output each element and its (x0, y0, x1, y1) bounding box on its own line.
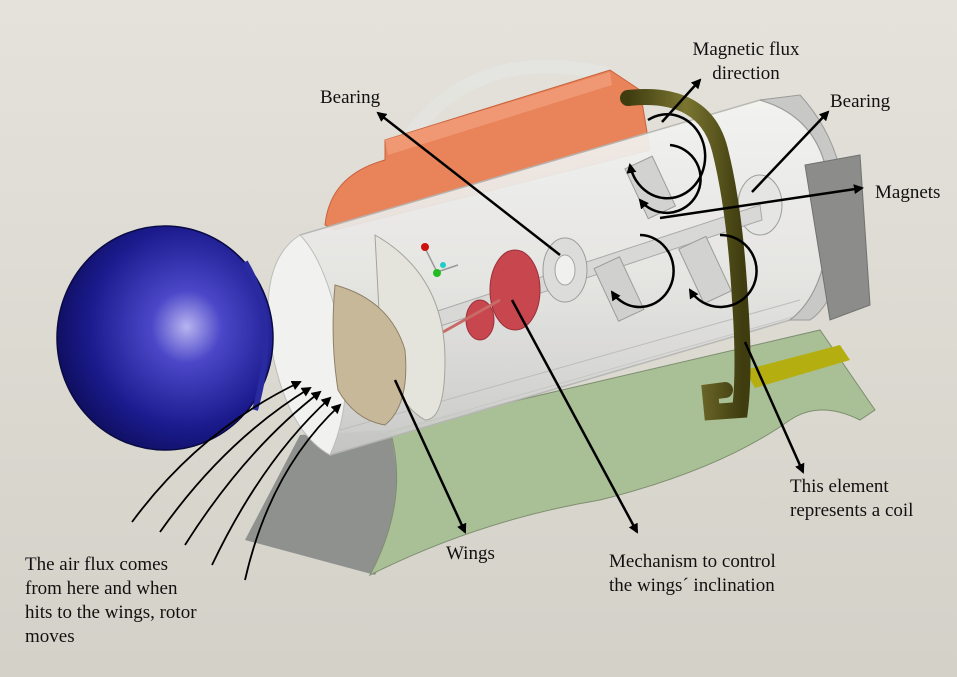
flux-loop (626, 113, 707, 200)
arrow-bearing-right (751, 110, 830, 193)
label-bearing-left: Bearing (320, 87, 381, 108)
nose-cone (56, 225, 274, 451)
coil-tube (620, 89, 751, 421)
wing-front (332, 284, 407, 426)
mechanism-disc (489, 249, 541, 331)
label-air-flux: The air flux comes from here and when hi… (25, 554, 197, 647)
air-flux-curve (184, 390, 322, 546)
flux-loop (610, 233, 675, 309)
flux-loops (610, 113, 758, 309)
label-bearing-right: Bearing (830, 91, 891, 112)
coil (620, 89, 751, 421)
arrow-coil (743, 341, 805, 474)
air-flux-curve (244, 403, 342, 581)
axis-triad (421, 243, 459, 277)
top-cover (324, 59, 651, 231)
top-cover-body (324, 69, 651, 231)
air-flux-curve (211, 396, 332, 566)
label-magnets: Magnets (875, 182, 941, 203)
arrow-magnets (659, 184, 864, 220)
base-side (245, 430, 398, 575)
air-flux-arrows (131, 380, 342, 581)
arrow-wings (393, 379, 467, 534)
arrow-magnetic-flux (661, 78, 702, 123)
rear-flange (804, 154, 871, 321)
flux-loop (638, 143, 702, 215)
front-bearing-inner (554, 254, 576, 286)
front-bearing (542, 237, 588, 303)
top-cover-handle (394, 59, 612, 154)
cylinder-inner-line (344, 314, 801, 446)
label-magnetic-flux: Magnetic flux direction (692, 39, 800, 84)
nose-cone-rim (242, 260, 269, 411)
base-stripe (745, 345, 850, 388)
air-flux-curve (159, 386, 312, 533)
label-coil: This element represents a coil (790, 476, 914, 521)
top-cover-ridge (385, 72, 612, 155)
label-wings: Wings (446, 543, 495, 564)
arrow-bearing-left (376, 111, 561, 256)
flux-loop (688, 233, 758, 309)
wings (332, 234, 446, 426)
label-mechanism: Mechanism to control the wings´ inclinat… (609, 551, 776, 596)
callout-arrows (376, 78, 864, 534)
magnet-block (678, 235, 732, 305)
air-flux-curve (131, 380, 302, 523)
wing-mechanism (419, 249, 541, 347)
nose-cone-shell (56, 225, 274, 451)
arrow-mechanism (510, 299, 639, 534)
